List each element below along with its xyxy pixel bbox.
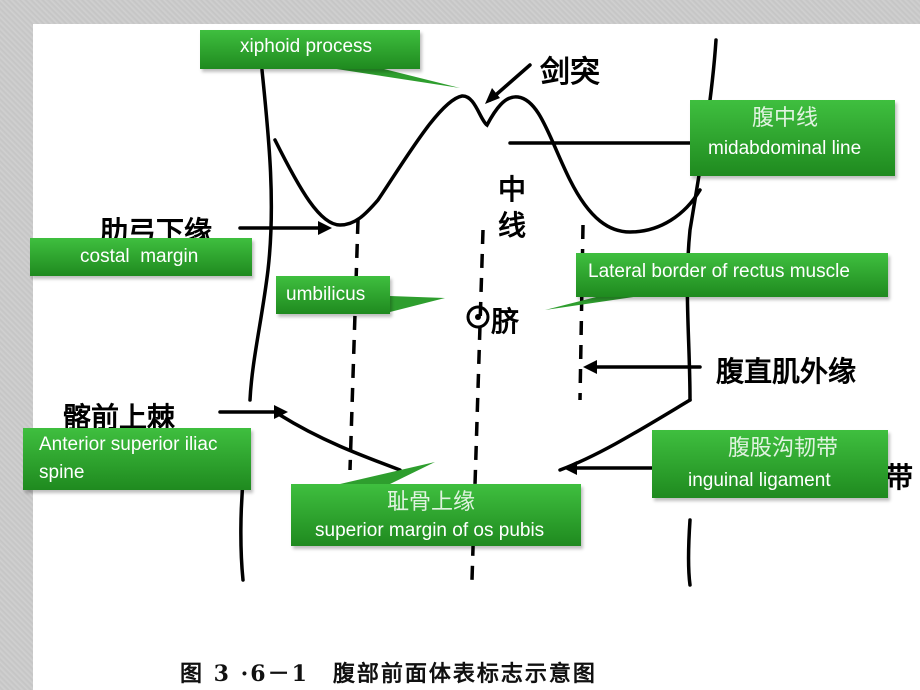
callout-midline-en: midabdominal line xyxy=(708,138,862,159)
callout-rectus-muscle: Lateral border of rectus muscle xyxy=(576,253,888,297)
callout-midabdominal-line: 腹中线 midabdominal line xyxy=(690,100,895,176)
callout-xiphoid-process: xiphoid process xyxy=(200,30,420,69)
iliac-arrowhead xyxy=(274,405,288,419)
costal-arrowhead xyxy=(318,221,332,235)
pubis-pointer xyxy=(340,462,435,484)
umbilicus-symbol xyxy=(466,305,490,329)
callout-costal-margin: costal margin xyxy=(30,238,252,276)
figure-caption: 图 3 ·6－1 腹部前面体表标志示意图 xyxy=(180,661,597,687)
inguinal-arrowhead xyxy=(563,461,577,475)
callout-costal-en: costal margin xyxy=(80,246,199,267)
umbilicus-pointer xyxy=(390,296,445,312)
callout-inguinal-en: inguinal ligament xyxy=(688,470,831,491)
midline-cn-label: 中线 xyxy=(498,173,527,242)
callout-rectus-en: Lateral border of rectus muscle xyxy=(588,261,850,282)
callout-pubis-en: superior margin of os pubis xyxy=(315,520,545,541)
right-rectus-dashed xyxy=(578,224,585,401)
left-torso-outline xyxy=(248,68,274,402)
right-torso-outline xyxy=(685,38,718,402)
xiphoid-cn-label: 剑突 xyxy=(540,55,600,90)
umbilicus-cn-label: 脐 xyxy=(491,305,520,338)
callout-xiphoid-en: xiphoid process xyxy=(240,36,373,57)
left-rectus-dashed xyxy=(348,219,360,471)
callout-inguinal-ligament: 腹股沟韧带 inguinal ligament xyxy=(652,430,888,498)
callout-pubis-margin: 耻骨上缘 superior margin of os pubis xyxy=(291,484,581,546)
right-lower-torso-outline xyxy=(686,518,692,587)
callout-iliac-spine: Anterior superior iliac spine xyxy=(23,428,251,490)
callout-midline-cn: 腹中线 xyxy=(752,106,819,131)
callout-umbilicus: umbilicus xyxy=(276,276,390,314)
rectus-arrowhead xyxy=(583,360,597,374)
callout-inguinal-cn: 腹股沟韧带 xyxy=(728,436,839,461)
callout-pubis-cn: 耻骨上缘 xyxy=(387,490,476,515)
costal-margin-curve xyxy=(273,94,702,234)
rectus-cn-label: 腹直肌外缘 xyxy=(716,355,857,388)
xiphoid-pointer xyxy=(330,68,460,88)
xiphoid-arrowhead xyxy=(485,88,500,104)
callout-iliac-en: Anterior superior iliac spine xyxy=(39,434,218,483)
rectus-pointer xyxy=(545,296,640,310)
lower-abdomen-curve xyxy=(278,413,402,472)
inguinal-cn-tail: 带 xyxy=(885,461,914,494)
callout-umbilicus-en: umbilicus xyxy=(286,284,366,305)
